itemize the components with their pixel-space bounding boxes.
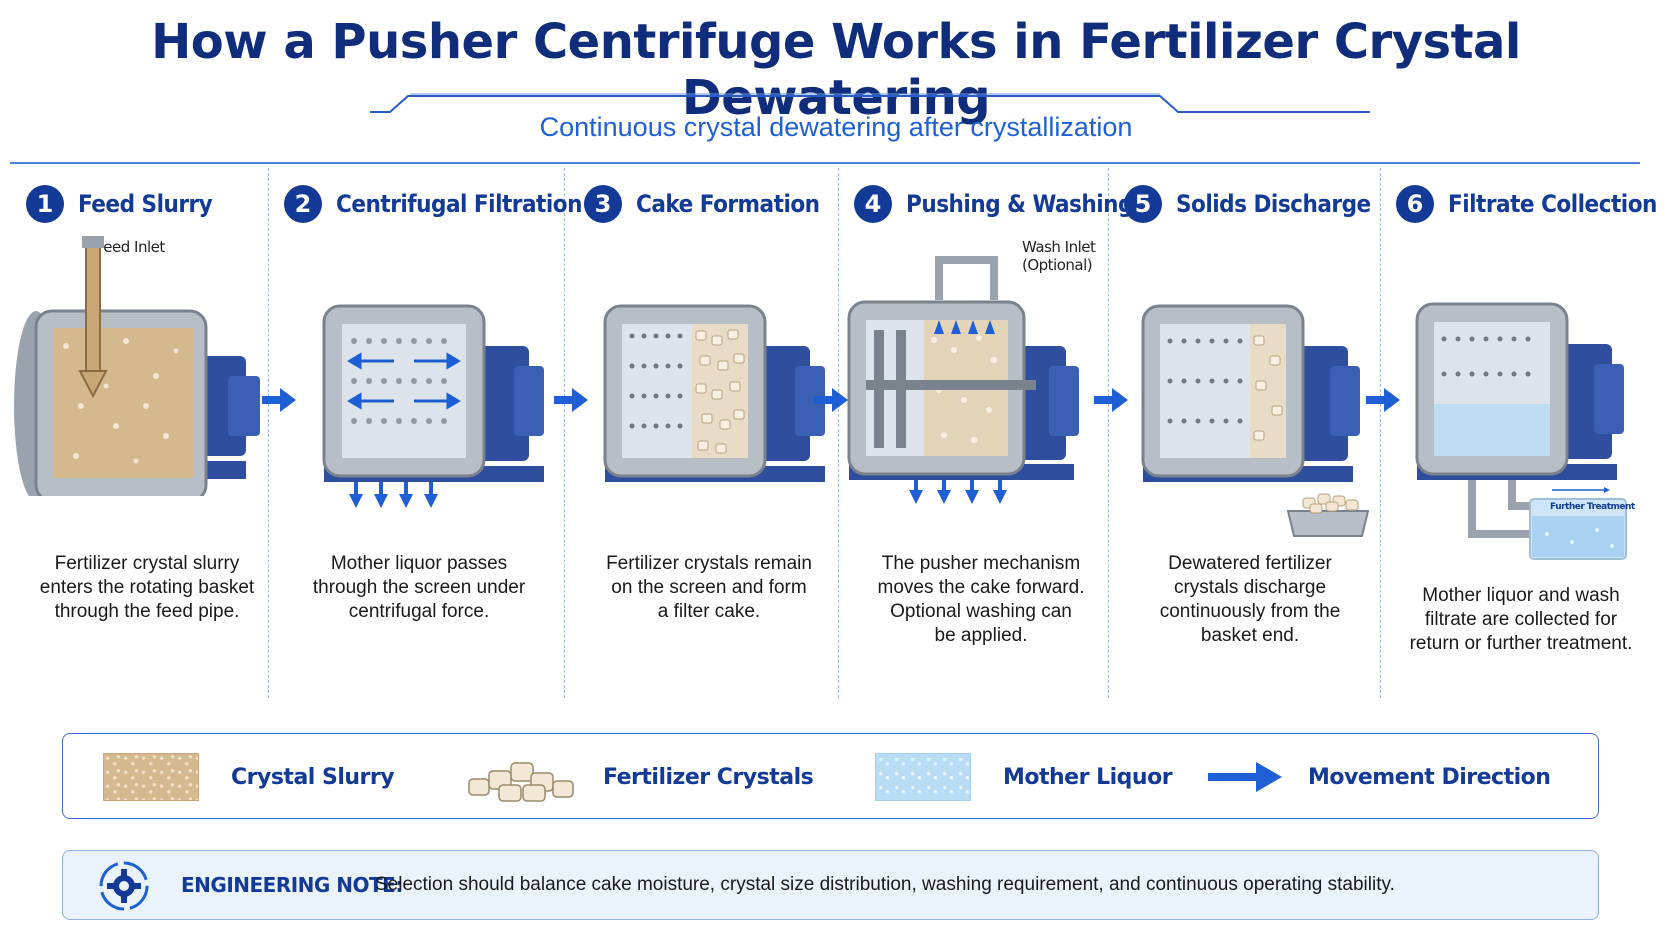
legend-item-movement-direction: Movement Direction (1208, 734, 1551, 820)
page-subtitle: Continuous crystal dewatering after crys… (539, 112, 1133, 142)
step-4: 4 Pushing & Washing Wash Inlet (Optional… (847, 168, 1134, 700)
step-header: 2 Centrifugal Filtration (284, 182, 582, 226)
centrifuge-discharge-illustration (1141, 304, 1370, 537)
header-divider (10, 162, 1640, 164)
legend-label: Crystal Slurry (231, 764, 395, 790)
arrow-right-icon (1208, 762, 1282, 792)
page-title: How a Pusher Centrifuge Works in Fertili… (151, 14, 1521, 126)
step-divider (1380, 168, 1381, 698)
further-treatment-label: Further Treatment (1550, 502, 1635, 512)
gear-icon (99, 861, 149, 911)
legend-label: Mother Liquor (1003, 764, 1173, 790)
arrow-right-icon (554, 388, 588, 412)
step-header: 3 Cake Formation (584, 182, 834, 226)
step-title: Feed Slurry (78, 190, 213, 218)
step-header: 6 Filtrate Collection (1396, 182, 1657, 226)
centrifuge-filtrate-illustration (1415, 302, 1627, 560)
crystal-pile-icon (468, 762, 574, 802)
legend: Crystal Slurry Fertilizer Crystals Mothe… (62, 733, 1599, 819)
step-5: 5 Solids Discharge Dewatered fertilizer … (1124, 168, 1376, 700)
step-divider (564, 168, 565, 698)
step-divider (268, 168, 269, 698)
mother-liquor-swatch (875, 753, 971, 801)
wash-inlet-label: Wash Inlet (Optional) (1022, 238, 1096, 274)
step-6: 6 Filtrate Collection Further Treatment … (1396, 168, 1657, 700)
centrifuge-pusher-illustration (847, 256, 1079, 504)
centrifuge-feed-illustration (14, 236, 260, 496)
note-label: ENGINEERING NOTE: (181, 873, 403, 897)
arrow-right-icon (1366, 388, 1400, 412)
step-number: 6 (1396, 185, 1434, 223)
title-decoration (370, 93, 1370, 113)
step-number: 1 (26, 185, 64, 223)
arrow-right-icon (814, 388, 848, 412)
step-header: 1 Feed Slurry (26, 182, 268, 226)
legend-item-fertilizer-crystals: Fertilizer Crystals (461, 734, 814, 820)
step-number: 3 (584, 185, 622, 223)
step-title: Centrifugal Filtration (336, 190, 582, 218)
step-description: The pusher mechanism moves the cake forw… (877, 553, 1085, 646)
step-header: 4 Pushing & Washing (854, 182, 1134, 226)
note-text: Selection should balance cake moisture, … (375, 874, 1395, 895)
legend-label: Movement Direction (1308, 764, 1551, 790)
engineering-note: ENGINEERING NOTE: Selection should balan… (62, 850, 1599, 920)
step-2: 2 Centrifugal Filtration Mother liquor p… (284, 168, 582, 700)
step-1: 1 Feed Slurry Feed Inlet Fertilizer crys… (14, 168, 268, 700)
step-number: 5 (1124, 185, 1162, 223)
arrow-right-icon (1094, 388, 1128, 412)
step-description: Mother liquor and wash filtrate are coll… (1409, 585, 1633, 654)
step-divider (838, 168, 839, 698)
step-title: Cake Formation (636, 190, 820, 218)
centrifuge-cake-illustration (603, 304, 825, 482)
feed-inlet-label: Feed Inlet (96, 238, 165, 256)
legend-item-mother-liquor: Mother Liquor (875, 734, 1173, 820)
step-description: Fertilizer crystals remain on the screen… (606, 553, 812, 622)
step-title: Filtrate Collection (1448, 190, 1657, 218)
step-header: 5 Solids Discharge (1124, 182, 1376, 226)
legend-item-crystal-slurry: Crystal Slurry (103, 734, 395, 820)
step-title: Pushing & Washing (906, 190, 1134, 218)
step-3: 3 Cake Formation Fertilizer crystals rem… (584, 168, 834, 700)
step-description: Dewatered fertilizer crystals discharge … (1159, 553, 1341, 646)
step-title: Solids Discharge (1176, 190, 1371, 218)
arrow-right-icon (262, 388, 296, 412)
step-number: 2 (284, 185, 322, 223)
step-divider (1108, 168, 1109, 698)
centrifuge-filtration-illustration (322, 304, 544, 508)
step-description: Mother liquor passes through the screen … (312, 553, 526, 622)
legend-label: Fertilizer Crystals (603, 764, 814, 790)
step-number: 4 (854, 185, 892, 223)
step-description: Fertilizer crystal slurry enters the rot… (39, 553, 255, 622)
crystal-slurry-swatch (103, 753, 199, 801)
